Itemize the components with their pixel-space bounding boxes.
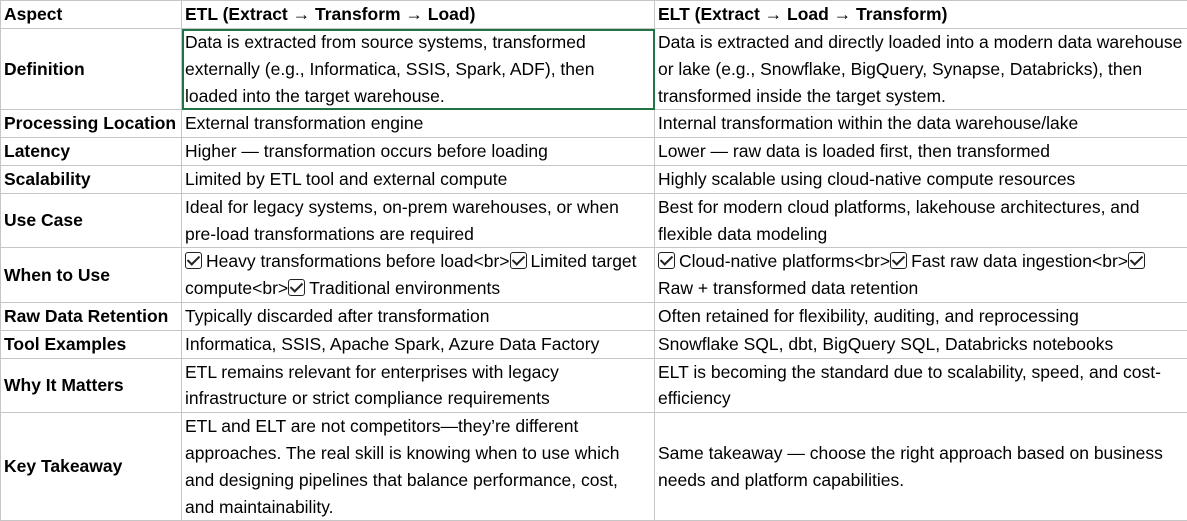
header-cell-etl[interactable]: ETL (Extract → Transform → Load) bbox=[182, 1, 655, 29]
table-row: Raw Data Retention Typically discarded a… bbox=[1, 302, 1187, 330]
checkbox-icon bbox=[658, 252, 675, 269]
etl-cell[interactable]: Higher — transformation occurs before lo… bbox=[182, 138, 655, 166]
elt-cell[interactable]: ELT is becoming the standard due to scal… bbox=[655, 358, 1187, 413]
elt-cell[interactable]: Lower — raw data is loaded first, then t… bbox=[655, 138, 1187, 166]
aspect-cell[interactable]: Scalability bbox=[1, 165, 182, 193]
table-row: Key Takeaway ETL and ELT are not competi… bbox=[1, 413, 1187, 521]
header-cell-aspect[interactable]: Aspect bbox=[1, 1, 182, 29]
table-row: Why It Matters ETL remains relevant for … bbox=[1, 358, 1187, 413]
elt-cell[interactable]: Snowflake SQL, dbt, BigQuery SQL, Databr… bbox=[655, 330, 1187, 358]
checkbox-icon bbox=[510, 252, 527, 269]
etl-item: Traditional environments bbox=[309, 278, 500, 298]
elt-cell[interactable]: Highly scalable using cloud-native compu… bbox=[655, 165, 1187, 193]
aspect-cell[interactable]: Latency bbox=[1, 138, 182, 166]
table-row: Latency Higher — transformation occurs b… bbox=[1, 138, 1187, 166]
aspect-cell[interactable]: Tool Examples bbox=[1, 330, 182, 358]
elt-cell[interactable]: Internal transformation within the data … bbox=[655, 110, 1187, 138]
checkbox-icon bbox=[1128, 252, 1145, 269]
etl-cell[interactable]: Typically discarded after transformation bbox=[182, 302, 655, 330]
aspect-cell[interactable]: Why It Matters bbox=[1, 358, 182, 413]
elt-cell[interactable]: Often retained for flexibility, auditing… bbox=[655, 302, 1187, 330]
elt-cell[interactable]: Best for modern cloud platforms, lakehou… bbox=[655, 193, 1187, 248]
etl-cell[interactable]: Heavy transformations before load<br>Lim… bbox=[182, 248, 655, 303]
aspect-cell[interactable]: Definition bbox=[1, 29, 182, 110]
table-row: Scalability Limited by ETL tool and exte… bbox=[1, 165, 1187, 193]
table-row: When to Use Heavy transformations before… bbox=[1, 248, 1187, 303]
table-row: Definition Data is extracted from source… bbox=[1, 29, 1187, 110]
etl-cell[interactable]: ETL remains relevant for enterprises wit… bbox=[182, 358, 655, 413]
aspect-cell[interactable]: Key Takeaway bbox=[1, 413, 182, 521]
etl-item: Heavy transformations before load<br> bbox=[206, 251, 510, 271]
header-cell-elt[interactable]: ELT (Extract → Load → Transform) bbox=[655, 1, 1187, 29]
table-row: Use Case Ideal for legacy systems, on-pr… bbox=[1, 193, 1187, 248]
elt-item: Raw + transformed data retention bbox=[658, 278, 918, 298]
elt-cell[interactable]: Data is extracted and directly loaded in… bbox=[655, 29, 1187, 110]
table-row: Tool Examples Informatica, SSIS, Apache … bbox=[1, 330, 1187, 358]
elt-cell[interactable]: Cloud-native platforms<br> Fast raw data … bbox=[655, 248, 1187, 303]
checkbox-icon bbox=[185, 252, 202, 269]
checkbox-icon bbox=[890, 252, 907, 269]
etl-cell[interactable]: Data is extracted from source systems, t… bbox=[182, 29, 655, 110]
aspect-cell[interactable]: Use Case bbox=[1, 193, 182, 248]
etl-cell[interactable]: Informatica, SSIS, Apache Spark, Azure D… bbox=[182, 330, 655, 358]
elt-item: Cloud-native platforms<br> bbox=[679, 251, 890, 271]
aspect-cell[interactable]: When to Use bbox=[1, 248, 182, 303]
table-row: Processing Location External transformat… bbox=[1, 110, 1187, 138]
aspect-cell[interactable]: Processing Location bbox=[1, 110, 182, 138]
aspect-cell[interactable]: Raw Data Retention bbox=[1, 302, 182, 330]
etl-cell[interactable]: Limited by ETL tool and external compute bbox=[182, 165, 655, 193]
elt-cell[interactable]: Same takeaway — choose the right approac… bbox=[655, 413, 1187, 521]
elt-item: Fast raw data ingestion<br> bbox=[911, 251, 1128, 271]
checkbox-icon bbox=[288, 279, 305, 296]
etl-cell[interactable]: External transformation engine bbox=[182, 110, 655, 138]
etl-cell[interactable]: ETL and ELT are not competitors—they’re … bbox=[182, 413, 655, 521]
header-row: Aspect ETL (Extract → Transform → Load) … bbox=[1, 1, 1187, 29]
etl-cell[interactable]: Ideal for legacy systems, on-prem wareho… bbox=[182, 193, 655, 248]
